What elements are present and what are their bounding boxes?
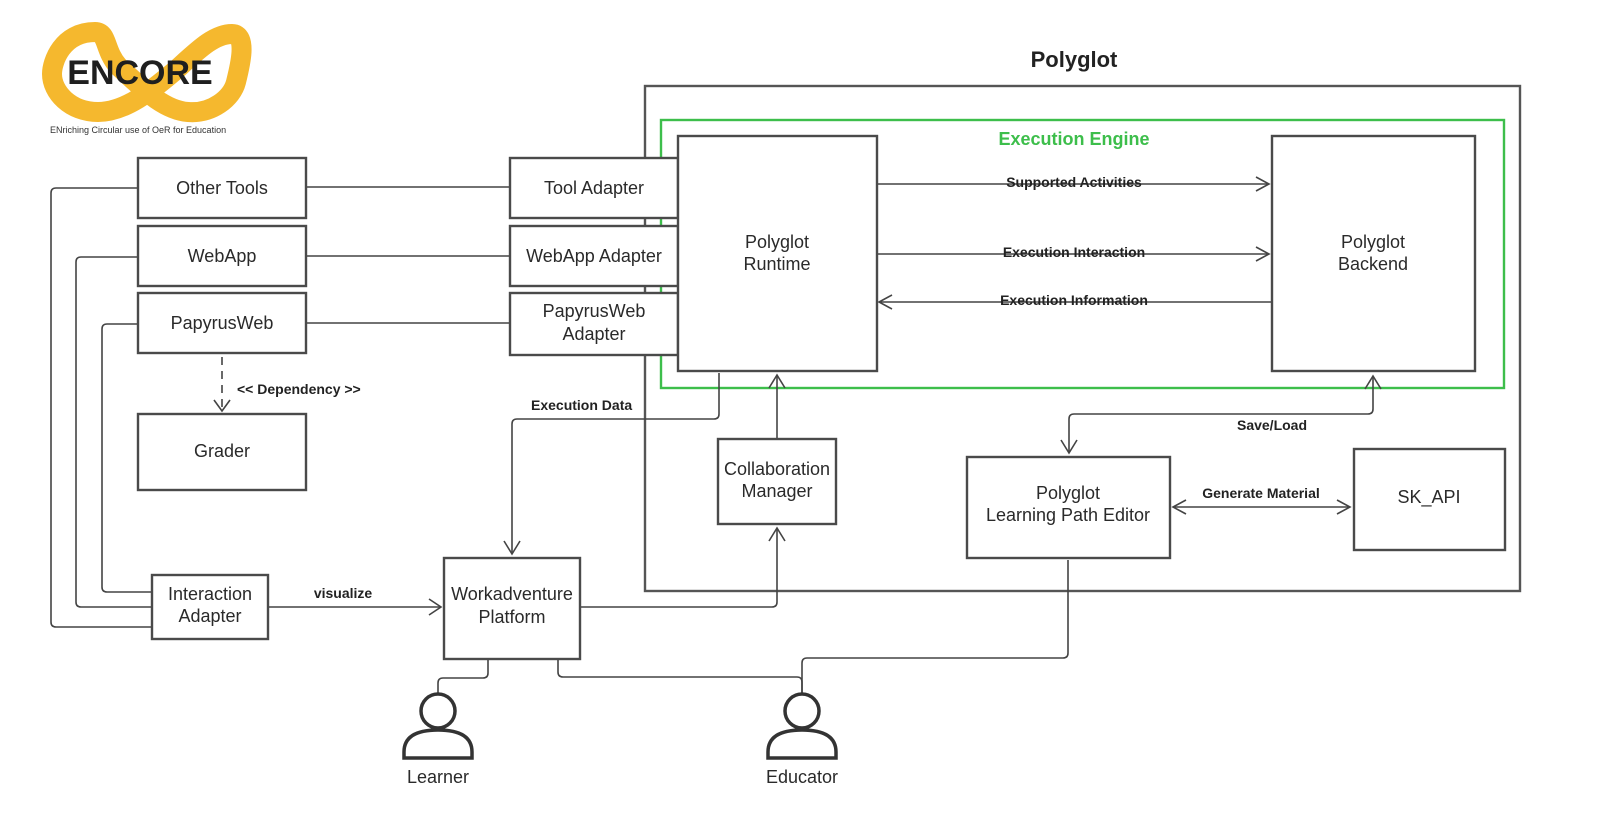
node-workadventure-platform-label-1: Workadventure [451,584,573,604]
node-tool-adapter-box [508,156,680,220]
node-tool-adapter: Tool Adapter [508,156,680,220]
label-save-load: Save/Load [1237,417,1307,433]
node-collaboration-manager-label-1: Collaboration [724,459,830,479]
node-learning-path-editor-label-2: Learning Path Editor [986,505,1150,525]
node-grader: Grader [136,412,308,492]
edge-webapp-interactionadapter [75,256,152,608]
edge-labels: << Dependency >> Execution Data Supporte… [237,174,1320,601]
node-workadventure-platform-box [442,556,582,661]
actor-educator: Educator [766,692,838,787]
node-polyglot-backend-label-1: Polyglot [1341,232,1405,252]
edge-execution-information-arrowhead [877,294,893,310]
learner-icon [402,692,474,760]
label-dependency: << Dependency >> [237,381,361,397]
encore-logo: ENCORE ENriching Circular use of OeR for… [42,22,252,135]
node-interaction-adapter-box [150,573,270,641]
edge-lpeditor-educator [801,560,1069,694]
educator-label: Educator [766,767,838,787]
edge-othertools-interactionadapter [50,187,152,628]
edge-execution-data [511,373,720,553]
node-sk-api-label: SK_API [1397,487,1460,508]
node-webapp-adapter-label: WebApp Adapter [526,246,662,266]
node-tool-adapter-label: Tool Adapter [544,178,644,198]
label-execution-interaction: Execution Interaction [1003,244,1145,260]
node-papyrusweb: PapyrusWeb [136,291,308,355]
node-grader-box [136,412,308,492]
node-learning-path-editor-label-1: Polyglot [1036,483,1100,503]
node-polyglot-runtime-label-1: Polyglot [745,232,809,252]
node-collaboration-manager-label-2: Manager [741,481,812,501]
edge-generate-material-arrowhead-left [1171,499,1187,515]
logo-wordmark: ENCORE [67,54,212,92]
node-other-tools: Other Tools [136,156,308,220]
edge-execution-data-arrowhead [503,540,521,556]
node-webapp-label: WebApp [188,246,257,266]
edge-dependency-arrowhead [213,399,231,413]
label-execution-data: Execution Data [531,397,632,413]
edge-save-load-arrowhead-top [1364,374,1382,390]
node-papyrusweb-label: PapyrusWeb [171,313,274,333]
actor-learner: Learner [402,692,474,787]
node-interaction-adapter-label-1: Interaction [168,584,252,604]
node-workadventure-platform-label-2: Platform [478,607,545,627]
node-papyrusweb-adapter-box [508,291,680,357]
node-polyglot-backend-box [1270,134,1477,373]
edge-save-load [1068,377,1374,452]
edge-save-load-arrowhead-bottom [1060,439,1078,455]
label-generate-material: Generate Material [1202,485,1320,501]
node-other-tools-box [136,156,308,220]
label-supported-activities: Supported Activities [1006,174,1142,190]
node-collaboration-manager: Collaboration Manager [716,437,838,526]
logo-tagline: ENriching Circular use of OeR for Educat… [50,125,226,135]
node-learning-path-editor-box [965,455,1172,560]
node-papyrusweb-adapter-label-1: PapyrusWeb [543,301,646,321]
edge-workadventure-educator [557,660,803,694]
edge-supported-activities-arrowhead [1255,176,1271,192]
label-execution-information: Execution Information [1000,292,1148,308]
learner-label: Learner [407,767,469,787]
edges [50,176,1382,694]
node-webapp-adapter: WebApp Adapter [508,224,680,288]
node-papyrusweb-adapter: PapyrusWeb Adapter [508,291,680,357]
node-interaction-adapter-label-2: Adapter [178,606,241,626]
node-polyglot-runtime: Polyglot Runtime [676,134,879,373]
node-interaction-adapter: Interaction Adapter [150,573,270,641]
label-visualize: visualize [314,585,373,601]
execution-engine-title: Execution Engine [998,129,1149,149]
node-sk-api: SK_API [1352,447,1507,552]
node-polyglot-backend: Polyglot Backend [1270,134,1477,373]
polyglot-title: Polyglot [1031,47,1118,72]
node-collaboration-manager-box [716,437,838,526]
node-webapp: WebApp [136,224,308,288]
node-webapp-adapter-box [508,224,680,288]
node-other-tools-label: Other Tools [176,178,268,198]
edge-workadventure-collab-arrowhead [768,526,786,542]
edge-visualize-arrowhead [428,598,443,616]
node-workadventure-platform: Workadventure Platform [442,556,582,661]
node-polyglot-runtime-label-2: Runtime [743,254,810,274]
node-learning-path-editor: Polyglot Learning Path Editor [965,455,1172,560]
node-grader-label: Grader [194,441,250,461]
node-polyglot-backend-label-2: Backend [1338,254,1408,274]
edge-workadventure-collab [580,529,778,608]
edge-execution-interaction-arrowhead [1255,246,1271,262]
logo-infinity-mark [42,22,252,123]
edge-papyrusweb-interactionadapter [101,323,152,593]
node-sk-api-box [1352,447,1507,552]
node-polyglot-runtime-box [676,134,879,373]
node-webapp-box [136,224,308,288]
edge-collab-runtime-arrowhead [768,373,786,389]
edge-workadventure-learner [437,660,489,694]
node-papyrusweb-adapter-label-2: Adapter [562,324,625,344]
educator-icon [766,692,838,760]
edge-generate-material-arrowhead-right [1336,499,1352,515]
node-papyrusweb-box [136,291,308,355]
